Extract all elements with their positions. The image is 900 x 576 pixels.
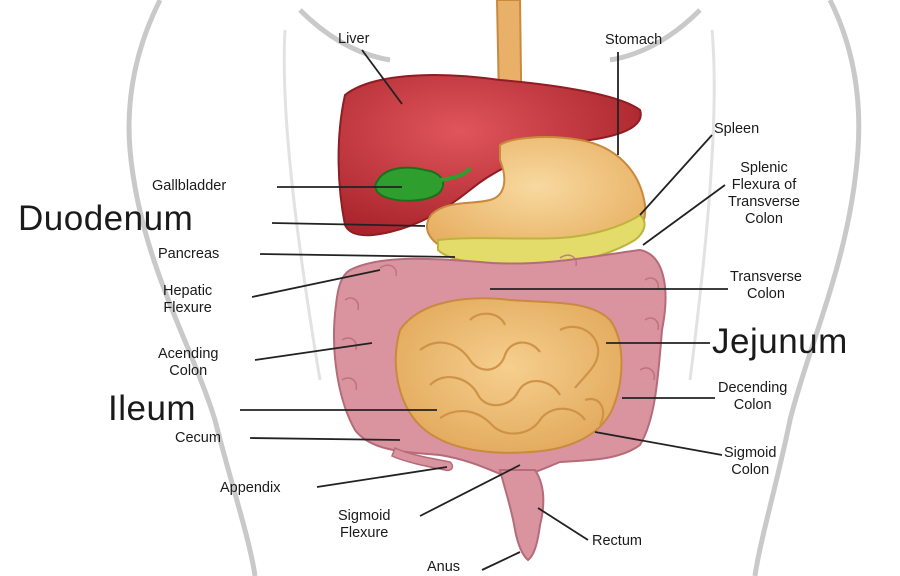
label-sigmoid-colon-line2: Colon [724, 462, 776, 479]
label-transverse-colon-line1: Transverse [730, 269, 802, 286]
label-ascending-colon-line2: Colon [158, 363, 218, 380]
label-descending-colon-line1: Decending [718, 380, 787, 397]
label-sigmoid-flexure-line1: Sigmoid [338, 508, 390, 525]
label-hepatic-flexure-line1: Hepatic [163, 283, 212, 300]
small-intestine [396, 298, 622, 452]
label-liver: Liver [338, 31, 369, 48]
label-duodenum: Duodenum [18, 200, 193, 238]
label-spleen: Spleen [714, 121, 759, 138]
label-sigmoid-flexure-line2: Flexure [338, 525, 390, 542]
label-descending-colon-line2: Colon [718, 397, 787, 414]
label-splenic-flexure-line2: Flexura of [728, 177, 800, 194]
label-transverse-colon: Transverse Colon [730, 269, 802, 303]
label-hepatic-flexure-line2: Flexure [163, 300, 212, 317]
label-splenic-flexure-line1: Splenic [728, 160, 800, 177]
label-stomach: Stomach [605, 32, 662, 49]
label-transverse-colon-line2: Colon [730, 286, 802, 303]
label-appendix: Appendix [220, 480, 280, 497]
label-splenic-flexure: Splenic Flexura of Transverse Colon [728, 160, 800, 228]
label-splenic-flexure-line3: Transverse [728, 194, 800, 211]
label-splenic-flexure-line4: Colon [728, 211, 800, 228]
label-descending-colon: Decending Colon [718, 380, 787, 414]
label-sigmoid-flexure: Sigmoid Flexure [338, 508, 390, 542]
label-sigmoid-colon: Sigmoid Colon [724, 445, 776, 479]
label-sigmoid-colon-line1: Sigmoid [724, 445, 776, 462]
label-cecum: Cecum [175, 430, 221, 447]
label-hepatic-flexure: Hepatic Flexure [163, 283, 212, 317]
label-ascending-colon-line1: Acending [158, 346, 218, 363]
label-jejunum: Jejunum [712, 323, 848, 361]
gallbladder-organ [375, 168, 443, 201]
label-ascending-colon: Acending Colon [158, 346, 218, 380]
rectum-organ [500, 470, 543, 560]
label-rectum: Rectum [592, 533, 642, 550]
label-gallbladder: Gallbladder [152, 178, 226, 195]
label-ileum: Ileum [108, 390, 196, 428]
label-anus: Anus [427, 559, 460, 576]
label-pancreas: Pancreas [158, 246, 219, 263]
